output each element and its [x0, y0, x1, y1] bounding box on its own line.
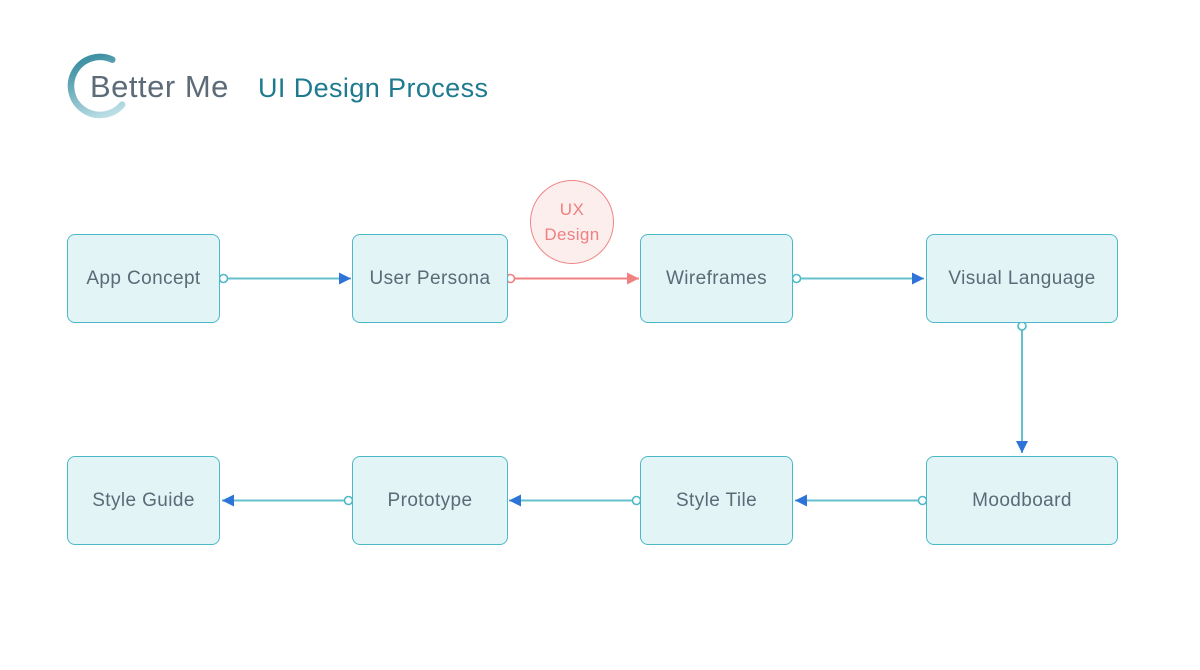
node-label: Style Guide [92, 489, 195, 511]
edge-visual-language-moodboard [1016, 321, 1028, 453]
edge-app-concept-user-persona [218, 272, 351, 285]
node-prototype: Prototype [352, 456, 508, 545]
ux-design-badge: UX Design [530, 180, 614, 264]
edge-user-persona-wireframes [505, 272, 639, 285]
node-moodboard: Moodboard [926, 456, 1118, 545]
brand-wordmark: Better Me [90, 69, 229, 104]
node-label: Style Tile [675, 489, 758, 511]
edge-moodboard-style-tile [795, 494, 928, 507]
node-user-persona: User Persona [352, 234, 508, 323]
ux-design-badge-label: UX Design [544, 199, 600, 245]
node-label: App Concept [86, 267, 201, 289]
node-app-concept: App Concept [67, 234, 220, 323]
node-label: Prototype [387, 489, 473, 511]
node-label: Moodboard [972, 489, 1072, 511]
edge-prototype-style-guide [222, 494, 354, 507]
node-visual-language: Visual Language [926, 234, 1118, 323]
node-label: Wireframes [665, 267, 768, 289]
node-wireframes: Wireframes [640, 234, 793, 323]
node-style-tile: Style Tile [640, 456, 793, 545]
node-style-guide: Style Guide [67, 456, 220, 545]
better-me-logo-swoosh-icon [67, 53, 126, 119]
page-title: UI Design Process [258, 73, 489, 103]
edge-wireframes-visual-language [791, 272, 924, 285]
node-label: Visual Language [948, 267, 1096, 289]
edge-style-tile-prototype [509, 494, 642, 507]
node-label: User Persona [369, 267, 491, 289]
